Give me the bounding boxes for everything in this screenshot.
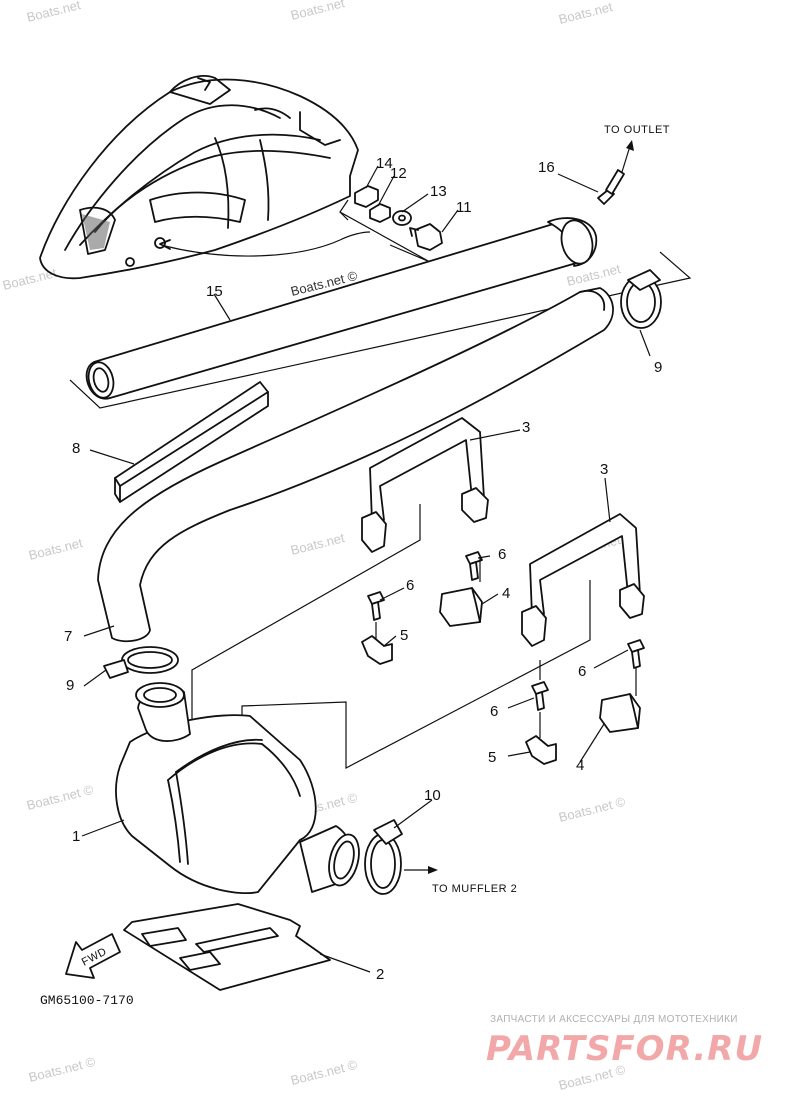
bolt-6-a bbox=[465, 551, 483, 581]
outlet-fitting-16 bbox=[597, 140, 634, 205]
hose-7 bbox=[97, 287, 614, 643]
brand-subtitle: ЗАПЧАСТИ И АКСЕССУАРЫ ДЛЯ МОТОТЕХНИКИ bbox=[490, 1014, 738, 1025]
jet-ski-hull-illustration bbox=[39, 75, 371, 280]
watermark-text: Boats.net © bbox=[27, 1054, 97, 1085]
callout-6: 6 bbox=[498, 546, 506, 563]
bolt-6-d bbox=[531, 681, 549, 711]
callout-10: 10 bbox=[424, 787, 441, 804]
callout-15: 15 bbox=[206, 283, 223, 300]
callout-8: 8 bbox=[72, 440, 80, 457]
watermark-text: Boats.net bbox=[25, 0, 82, 25]
brand-name: PARTSFOR.RU bbox=[486, 1029, 763, 1069]
callout-9: 9 bbox=[66, 677, 74, 694]
callout-11: 11 bbox=[456, 199, 472, 216]
watermark-text: Boats.net bbox=[289, 0, 346, 23]
callout-4: 4 bbox=[502, 585, 510, 602]
callout-5: 5 bbox=[400, 627, 408, 644]
callout-6: 6 bbox=[578, 663, 586, 680]
callout-2: 2 bbox=[376, 966, 384, 983]
watermark-text: Boats.net bbox=[27, 535, 84, 563]
stay-3-left bbox=[361, 417, 489, 553]
callout-numbers: 1 2 3 3 4 4 5 5 6 6 6 6 7 8 9 9 10 11 12… bbox=[64, 155, 662, 983]
callout-3: 3 bbox=[600, 461, 608, 478]
fitting-11 bbox=[409, 223, 443, 251]
plate-2 bbox=[123, 903, 331, 991]
strip-8 bbox=[114, 381, 269, 503]
watermark-text: Boats.net bbox=[1, 265, 58, 293]
watermark-text: Boats.net bbox=[557, 0, 614, 27]
hose-clamp-9-upper bbox=[620, 269, 662, 329]
washer-13 bbox=[392, 210, 412, 226]
fastener-group-11-14 bbox=[339, 185, 443, 263]
pipe-15 bbox=[69, 217, 692, 409]
hose-clamp-10 bbox=[364, 819, 403, 895]
watermark-layer: Boats.net Boats.net Boats.net Boats.net … bbox=[1, 0, 627, 1093]
callout-5: 5 bbox=[488, 749, 496, 766]
callout-4: 4 bbox=[576, 757, 584, 774]
callout-9: 9 bbox=[654, 359, 662, 376]
stay-3-right bbox=[521, 513, 645, 647]
watermark-text: Boats.net © bbox=[557, 794, 627, 825]
callout-14: 14 bbox=[376, 155, 393, 172]
watermark-text: Boats.net © bbox=[289, 1057, 359, 1088]
callout-1: 1 bbox=[72, 828, 80, 845]
bracket-5-a bbox=[361, 635, 393, 665]
muffler-1 bbox=[115, 682, 360, 895]
callout-16: 16 bbox=[538, 159, 555, 176]
to-outlet-note: TO OUTLET bbox=[604, 124, 670, 136]
callout-3: 3 bbox=[522, 419, 530, 436]
rubber-4-b bbox=[599, 693, 641, 733]
forward-arrow: FWD bbox=[65, 933, 121, 979]
bracket-5-b bbox=[525, 735, 557, 765]
brand-logo: ЗАПЧАСТИ И АКСЕССУАРЫ ДЛЯ МОТОТЕХНИКИ PA… bbox=[486, 1014, 763, 1069]
callout-6: 6 bbox=[490, 703, 498, 720]
callout-leaders bbox=[81, 165, 651, 973]
callout-6: 6 bbox=[406, 577, 414, 594]
bolt-6-b bbox=[367, 591, 385, 621]
rubber-4-a bbox=[439, 587, 483, 627]
hose-clamp-9-lower bbox=[103, 646, 179, 679]
bolt-6-c bbox=[627, 639, 645, 669]
to-muffler-note: TO MUFFLER 2 bbox=[432, 883, 517, 895]
nut-14 bbox=[354, 185, 379, 208]
diagram-code: GM65100-7170 bbox=[40, 993, 134, 1008]
watermark-text: Boats.net bbox=[289, 530, 346, 558]
nut-12 bbox=[369, 203, 391, 223]
callout-12: 12 bbox=[390, 165, 407, 182]
callout-13: 13 bbox=[430, 183, 447, 200]
callout-7: 7 bbox=[64, 628, 72, 645]
watermark-text: Boats.net © bbox=[25, 782, 95, 813]
